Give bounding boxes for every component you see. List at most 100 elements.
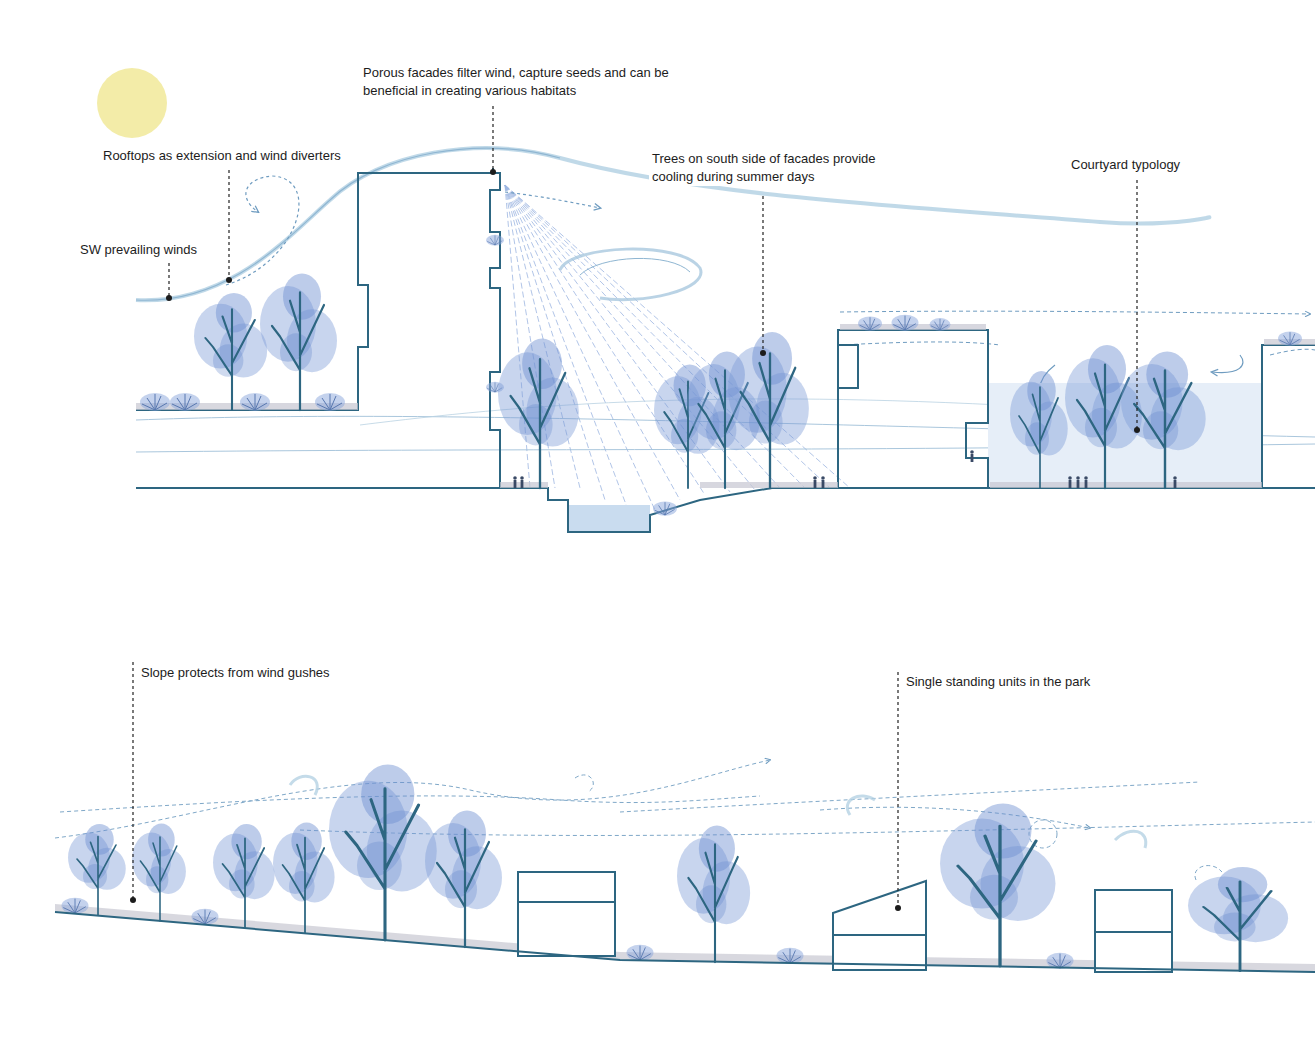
wind-streams-park xyxy=(620,782,1200,812)
sun-rays xyxy=(505,185,730,492)
park-units xyxy=(833,881,926,970)
wind-streams xyxy=(840,342,1000,345)
wind-swirls xyxy=(1115,831,1146,848)
shrubs xyxy=(486,235,504,246)
leader-dots xyxy=(130,897,136,903)
park-trees xyxy=(329,765,437,941)
park-trees xyxy=(273,823,335,934)
wind-swirls xyxy=(290,776,317,795)
leader-lines xyxy=(132,662,133,900)
trees xyxy=(1121,352,1206,489)
sun-rays xyxy=(505,185,680,500)
shrubs xyxy=(140,393,170,411)
park-trees xyxy=(192,909,219,925)
shrubs xyxy=(930,318,951,331)
building-outline xyxy=(136,488,1315,532)
shrubs xyxy=(892,315,919,331)
callout-label: Porous facades filter wind, capture seed… xyxy=(360,64,684,100)
leader-dots xyxy=(130,169,1140,911)
sun xyxy=(97,68,167,138)
wind-streams-park xyxy=(575,775,593,792)
building-outline xyxy=(1262,345,1315,488)
building-outline xyxy=(136,168,1315,532)
park-units xyxy=(518,872,1172,972)
leader-dots xyxy=(166,295,172,301)
shrubs xyxy=(170,393,200,411)
trees xyxy=(1173,476,1177,488)
park-trees xyxy=(1188,867,1288,971)
leader-dots xyxy=(490,169,496,175)
callout-label: Single standing units in the park xyxy=(903,673,1093,691)
trees xyxy=(1084,476,1088,488)
wind-streams xyxy=(505,192,600,208)
park-trees xyxy=(677,826,750,963)
callout-label: Rooftops as extension and wind diverters xyxy=(100,147,344,165)
trees xyxy=(1076,476,1080,488)
sun-rays xyxy=(505,185,605,500)
trees xyxy=(194,293,267,410)
park-units xyxy=(1095,890,1172,972)
shrubs xyxy=(240,393,270,411)
leader-lines xyxy=(228,170,229,280)
shrubs xyxy=(140,235,1302,516)
slope-ground xyxy=(55,912,1315,972)
leader-dots xyxy=(226,277,232,283)
wind-streams xyxy=(226,176,299,285)
sun-rays xyxy=(505,185,705,495)
wind-streams xyxy=(1212,355,1243,373)
trees xyxy=(520,476,524,488)
trees xyxy=(728,332,809,488)
callout-label: SW prevailing winds xyxy=(77,241,200,259)
trees xyxy=(970,450,974,462)
leader-lines xyxy=(897,672,898,908)
leader-dots xyxy=(895,905,901,911)
trees xyxy=(821,476,825,488)
wind-streams xyxy=(560,249,701,300)
ground-grass xyxy=(990,482,1262,488)
park-trees xyxy=(777,948,804,964)
park-trees xyxy=(62,898,89,914)
shrubs xyxy=(1278,331,1302,345)
callout-label: Courtyard typology xyxy=(1068,156,1183,174)
leader-dots xyxy=(760,350,766,356)
park-trees xyxy=(940,804,1056,967)
wind-streams xyxy=(1270,349,1315,355)
trees xyxy=(498,339,579,489)
trees xyxy=(140,235,1302,516)
wind-streams-park xyxy=(820,807,1090,828)
wind-streams xyxy=(840,311,1310,314)
park-units xyxy=(518,872,615,956)
park-units xyxy=(518,901,615,903)
leader-lines xyxy=(1136,180,1137,430)
leader-lines xyxy=(762,196,763,353)
park-trees xyxy=(425,811,502,948)
wind-streams xyxy=(136,148,560,300)
trees xyxy=(513,476,517,488)
wind-streams xyxy=(580,258,690,275)
trees xyxy=(1068,476,1072,488)
callout-label: Trees on south side of facades provide c… xyxy=(649,150,887,186)
park-trees xyxy=(68,824,126,915)
shrubs xyxy=(858,316,882,330)
park-units xyxy=(833,934,926,936)
wind-swirls xyxy=(847,796,875,815)
park-trees xyxy=(213,824,275,928)
trees xyxy=(813,476,817,488)
leader-lines xyxy=(492,106,493,172)
building-outline xyxy=(838,330,988,488)
leader-dots xyxy=(1134,427,1140,433)
park-trees xyxy=(132,824,186,922)
trees xyxy=(1010,371,1068,488)
shrubs xyxy=(653,501,677,515)
trees xyxy=(260,274,337,411)
water-basin xyxy=(568,505,650,532)
park-trees xyxy=(627,945,654,961)
park-units xyxy=(1095,931,1172,933)
shrubs xyxy=(315,393,345,411)
sun-rays xyxy=(505,185,630,515)
leader-lines xyxy=(168,263,169,298)
park-trees xyxy=(62,765,1289,972)
leader-lines xyxy=(133,106,1137,908)
